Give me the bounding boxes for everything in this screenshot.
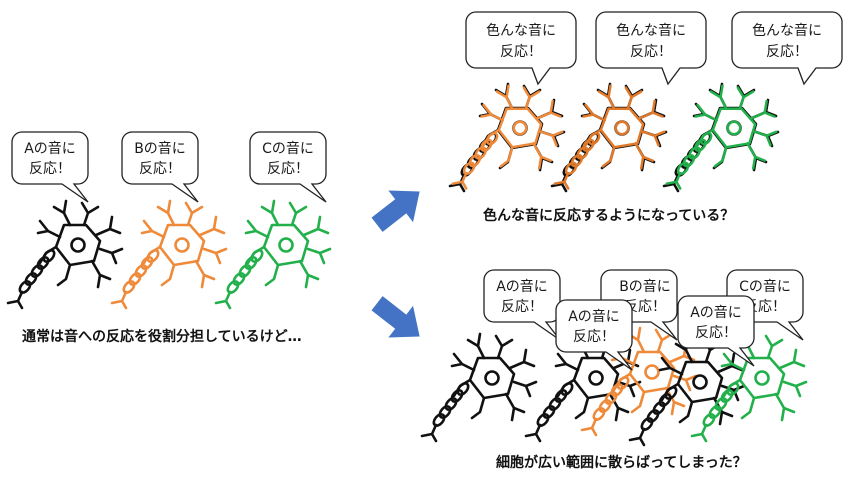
neuron-orange-left (110, 199, 228, 310)
bubble-line2: 反応！ (501, 299, 543, 315)
bubble-c-left: Cの音に 反応！ (249, 131, 327, 203)
bubble-line2: 反応！ (139, 161, 181, 177)
bubble-line2: 反応！ (267, 161, 309, 177)
neuron-black-orange-top-2 (550, 82, 668, 193)
bubble-a-bottom-front-1: Aの音に 反応！ (555, 299, 633, 371)
neuron-black-bottom-1 (420, 332, 538, 443)
bubble-line1: Bの音に (619, 278, 671, 295)
bubble-a-left: Aの音に 反応！ (11, 131, 89, 203)
bubble-a-bottom-front-2: Aの音に 反応！ (677, 295, 755, 367)
bubble-line1: Cの音に (739, 278, 791, 295)
bubble-line1: Aの音に (568, 308, 620, 325)
bubble-line1: Aの音に (24, 140, 76, 157)
bubble-line2: 反応！ (29, 161, 71, 177)
neuron-black-left (6, 199, 124, 310)
arrow-down-right (371, 296, 420, 338)
bubble-various-2: 色んな音に 反応！ (595, 11, 707, 85)
bubble-various-1: 色んな音に 反応！ (465, 11, 577, 85)
bottom-right-panel: Aの音に 反応！ Bの音に 反応！ Cの音に 反応！ Aの音に 反応！ Aの音に… (420, 269, 808, 471)
bubble-line1: 色んな音に (752, 22, 822, 39)
bubble-line1: 色んな音に (616, 22, 686, 39)
bubble-line2: 反応！ (573, 329, 615, 345)
bubble-line1: 色んな音に (486, 22, 556, 39)
neuron-black-green-top (662, 82, 780, 193)
bubble-line1: Cの音に (262, 140, 314, 157)
bubble-b-bottom-back: Bの音に 反応！ (600, 269, 678, 341)
bubble-line1: Aの音に (690, 304, 742, 321)
neuron-black-orange-top (448, 82, 566, 193)
top-right-panel: 色んな音に 反応！ 色んな音に 反応！ 色んな音に 反応！ 色んな音に反応するよ… (448, 11, 843, 224)
bubble-line2: 反応！ (766, 44, 808, 60)
left-panel: Aの音に 反応！ Bの音に 反応！ Cの音に 反応！ 通常は音への反応を役割分担… (6, 131, 332, 345)
bubble-a-bottom-back: Aの音に 反応！ (483, 269, 561, 341)
bubble-line2: 反応！ (630, 44, 672, 60)
bubble-line1: Bの音に (134, 140, 186, 157)
bubble-line2: 反応！ (624, 299, 666, 315)
top-right-caption: 色んな音に反応するようになっている？ (483, 207, 734, 224)
arrow-up-right (371, 190, 420, 232)
bottom-right-caption: 細胞が広い範囲に散らばってしまった？ (496, 454, 747, 471)
bubble-line2: 反応！ (695, 325, 737, 341)
left-caption: 通常は音への反応を役割分担しているけど… (22, 328, 302, 345)
bubble-b-left: Bの音に 反応！ (121, 131, 199, 203)
bubble-line2: 反応！ (500, 44, 542, 60)
bubble-various-3: 色んな音に 反応！ (731, 11, 843, 85)
bubble-line1: Aの音に (496, 278, 548, 295)
neuron-green-left (214, 199, 332, 310)
